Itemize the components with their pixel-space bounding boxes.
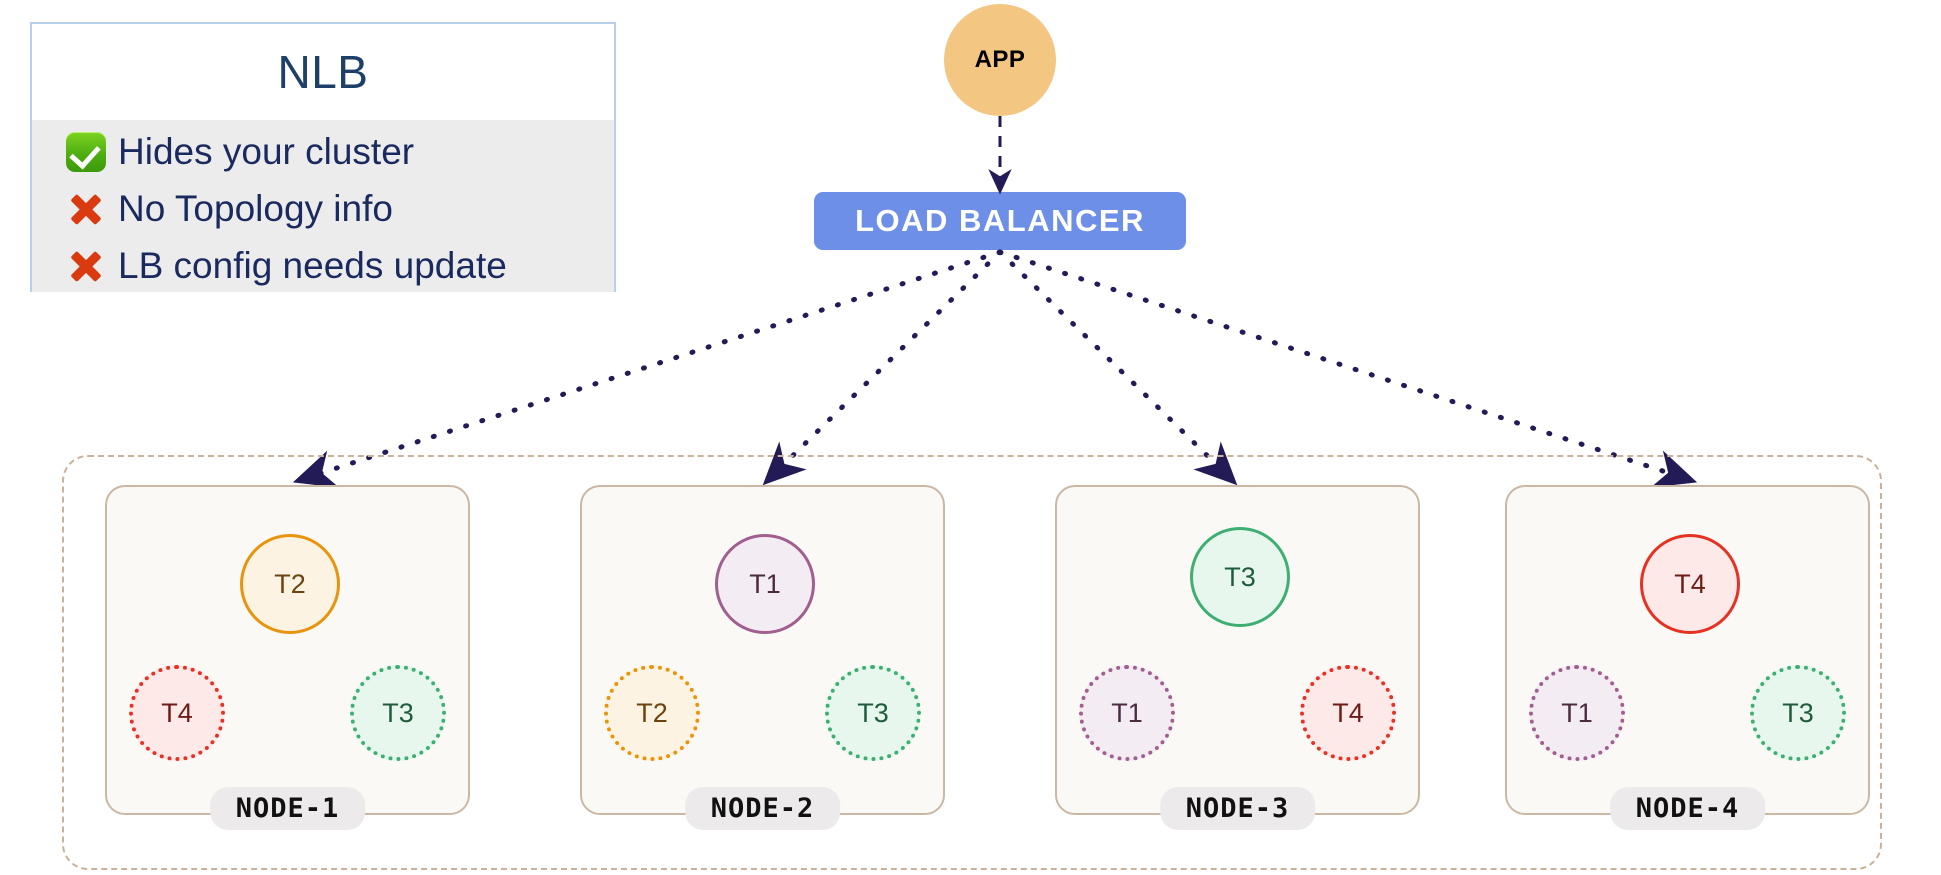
nlb-legend-title: NLB <box>32 24 614 120</box>
nlb-legend-body: Hides your cluster No Topology info LB c… <box>32 120 614 292</box>
shard-label: T1 <box>1111 697 1143 728</box>
load-balancer-box: LOAD BALANCER <box>814 192 1186 250</box>
shard-label: T4 <box>1332 697 1364 728</box>
node-name-pill: NODE-4 <box>1609 787 1766 830</box>
edge-lb-to-node-2 <box>762 249 1003 486</box>
shard-label: T1 <box>749 568 781 599</box>
replica-shard-circle: T4 <box>1300 665 1396 761</box>
legend-row: LB config needs update <box>54 241 614 292</box>
node-name-pill: NODE-2 <box>684 787 841 830</box>
shard-label: T3 <box>857 697 889 728</box>
shard-label: T3 <box>382 697 414 728</box>
primary-shard-circle: T4 <box>1640 534 1740 634</box>
node-box-2: T1 T2 T3 NODE-2 <box>580 485 945 830</box>
legend-item-label: Hides your cluster <box>118 130 415 172</box>
edge-lb-to-node-3 <box>997 249 1238 486</box>
load-balancer-label: LOAD BALANCER <box>855 203 1145 238</box>
shard-label: T4 <box>1674 568 1706 599</box>
cluster-boundary <box>62 455 1882 870</box>
node-box-1: T2 T4 T3 NODE-1 <box>105 485 470 830</box>
red-cross-icon <box>54 188 118 230</box>
node-box-4: T4 T1 T3 NODE-4 <box>1505 485 1870 830</box>
replica-shard-circle: T4 <box>129 665 225 761</box>
nlb-legend-card: NLB Hides your cluster No Topology info … <box>30 22 616 292</box>
legend-item-label: No Topology info <box>118 187 393 229</box>
node-name-pill: NODE-1 <box>209 787 366 830</box>
shard-label: T2 <box>636 697 668 728</box>
legend-item-label: LB config needs update <box>118 245 507 287</box>
legend-row: No Topology info <box>54 183 614 234</box>
replica-shard-circle: T1 <box>1529 665 1625 761</box>
replica-shard-circle: T3 <box>350 665 446 761</box>
edge-lb-to-node-4 <box>997 249 1698 488</box>
shard-label: T4 <box>161 697 193 728</box>
primary-shard-circle: T3 <box>1190 527 1290 627</box>
node-name-pill: NODE-3 <box>1159 787 1316 830</box>
app-node-label: APP <box>974 46 1026 73</box>
red-cross-icon <box>54 245 118 287</box>
node-box-3: T3 T1 T4 NODE-3 <box>1055 485 1420 830</box>
shard-label: T2 <box>274 568 306 599</box>
shard-label: T3 <box>1224 561 1256 592</box>
replica-shard-circle: T1 <box>1079 665 1175 761</box>
app-node: APP <box>944 4 1056 116</box>
shard-label: T3 <box>1782 697 1814 728</box>
replica-shard-circle: T3 <box>1750 665 1846 761</box>
shard-label: T1 <box>1561 697 1593 728</box>
legend-row: Hides your cluster <box>54 126 614 177</box>
replica-shard-circle: T2 <box>604 665 700 761</box>
replica-shard-circle: T3 <box>825 665 921 761</box>
green-check-icon <box>54 131 118 172</box>
primary-shard-circle: T1 <box>715 534 815 634</box>
primary-shard-circle: T2 <box>240 534 340 634</box>
